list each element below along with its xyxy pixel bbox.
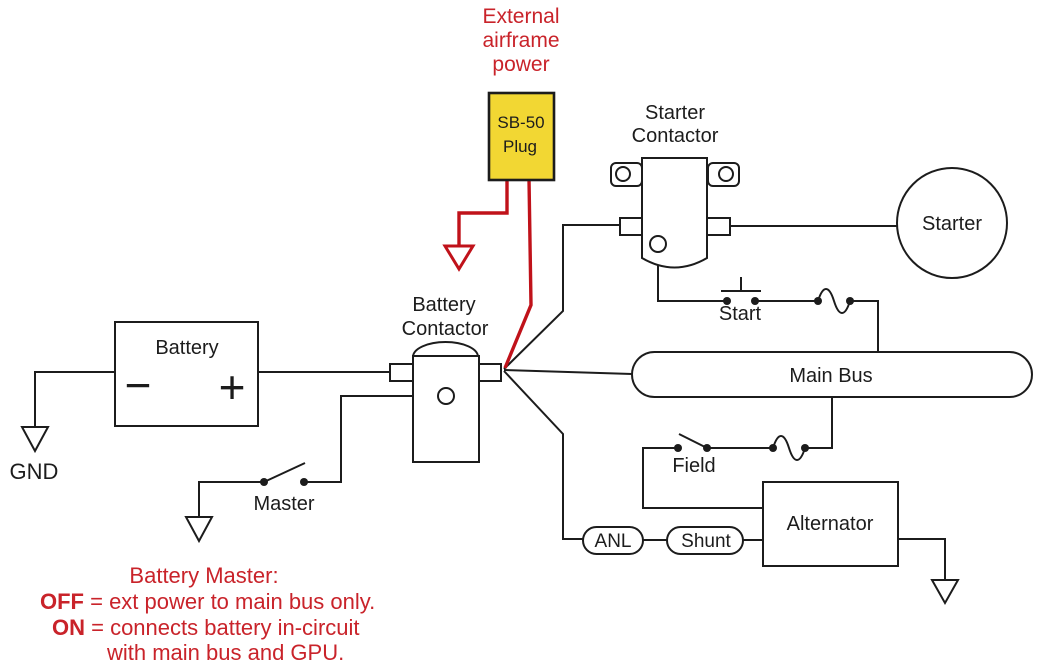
starter-circle (896, 167, 1008, 279)
fuse1-element-icon (817, 288, 851, 314)
field-switch: Field (672, 433, 716, 477)
coil-to-start-switch-wire (657, 252, 727, 302)
battery-label: Battery (155, 337, 218, 359)
shunt-oval (666, 526, 744, 555)
note-off-bold: OFF (40, 589, 84, 614)
shunt-component: Shunt (666, 526, 744, 555)
starter-label: Starter (922, 213, 982, 235)
starter-contactor-right-tab-hole (718, 166, 734, 182)
main-bus-component: Main Bus (631, 351, 1033, 398)
ext-power-label-2: airframe (482, 29, 559, 52)
gpu-feed-wire (503, 178, 533, 369)
battery-contactor-label-2: Contactor (402, 318, 489, 340)
starter-contactor-right-terminal (706, 217, 731, 236)
master-switch-label: Master (253, 493, 314, 515)
fuse-to-bus-wire (850, 300, 879, 352)
alternator-ground-icon (930, 579, 960, 606)
battery-contactor-component: Battery Contactor (389, 294, 502, 463)
note-on-line: ON = connects battery in-circuit (52, 615, 360, 640)
main-bus-label: Main Bus (789, 365, 872, 387)
sb50-plug-label-2: Plug (503, 137, 537, 156)
junction-to-anl-wire (503, 370, 583, 540)
gpu-ground-wire (457, 179, 509, 246)
field-switch-label: Field (672, 455, 715, 477)
master-switch-right-contact (300, 478, 308, 486)
gpu-ground-symbol (442, 244, 476, 272)
battery-minus-terminal: − (125, 359, 152, 411)
field-switch-left-contact (674, 444, 682, 452)
field-switch-blade (678, 433, 708, 449)
note-off-rest: = ext power to main bus only. (84, 589, 375, 614)
battery-contactor-dome (411, 341, 480, 358)
field-circuit-fuse (769, 435, 809, 461)
anl-oval (582, 526, 644, 555)
field-switch-to-alternator-wire (642, 447, 763, 509)
battery-contactor-left-terminal (389, 363, 414, 382)
battery-contactor-coil-terminal (437, 387, 455, 405)
alternator-to-ground-wire (898, 538, 946, 580)
red-gpu-wires (442, 178, 533, 369)
sb50-plug-box (487, 91, 556, 182)
starter-contactor-left-terminal (619, 217, 643, 236)
ext-power-label-1: External (482, 5, 559, 28)
alternator-label: Alternator (787, 513, 874, 535)
battery-contactor-right-terminal (478, 363, 502, 382)
bus-to-field-fuse-wire (805, 397, 833, 449)
anl-label: ANL (595, 531, 632, 552)
alternator-component: Alternator (762, 481, 899, 567)
starter-contactor-coil-terminal (649, 235, 667, 253)
alternator-box (762, 481, 899, 567)
main-bus-bar (631, 351, 1033, 398)
battery-component: Battery − + (114, 321, 259, 427)
note-on-bold: ON (52, 615, 85, 640)
start-pushbutton-actuator (721, 277, 761, 292)
gnd-label: GND (10, 459, 59, 484)
master-switch: Master (253, 462, 315, 515)
note-on-rest: = connects battery in-circuit (85, 615, 360, 640)
battery-neg-wire (34, 371, 115, 427)
start-switch-right-contact (751, 297, 759, 305)
battery-box (114, 321, 259, 427)
starter-contactor-label-1: Starter (645, 102, 705, 124)
ground-symbols (20, 426, 960, 606)
shunt-label: Shunt (681, 531, 731, 552)
start-circuit-fuse (814, 288, 854, 314)
junction-to-starter-contactor-wire (503, 224, 620, 370)
start-switch-left-contact (723, 297, 731, 305)
master-to-ground-wire (198, 481, 264, 517)
starter-contactor-component: Starter Contactor (610, 102, 740, 269)
anl-component: ANL (582, 526, 644, 555)
sb50-plug-label-1: SB-50 (497, 113, 544, 132)
battery-contactor-label-1: Battery (412, 294, 475, 316)
master-ground-icon (184, 516, 214, 544)
ext-power-label-3: power (492, 53, 549, 76)
note-off-line: OFF = ext power to main bus only. (40, 589, 375, 614)
starter-contactor-body (641, 157, 708, 269)
junction-to-main-bus-wire (503, 369, 633, 375)
starter-contactor-label-2: Contactor (632, 125, 719, 147)
battery-plus-terminal: + (219, 361, 246, 413)
fuse2-element-icon (772, 435, 806, 461)
starter-contactor-left-tab-hole (615, 166, 631, 182)
note-title: Battery Master: (129, 563, 278, 588)
start-switch: Start (719, 277, 762, 325)
black-wires (34, 224, 946, 580)
external-power-section: External airframe power SB-50 Plug (482, 5, 560, 182)
master-switch-blade (263, 462, 306, 483)
starter-component: Starter (896, 167, 1008, 279)
note-last-line: with main bus and GPU. (106, 640, 344, 665)
battery-ground-icon (20, 426, 50, 454)
contactor-coil-to-master-wire (304, 395, 438, 483)
start-switch-label: Start (719, 303, 762, 325)
battery-master-note: Battery Master: OFF = ext power to main … (40, 563, 375, 665)
battery-contactor-body (412, 355, 480, 463)
